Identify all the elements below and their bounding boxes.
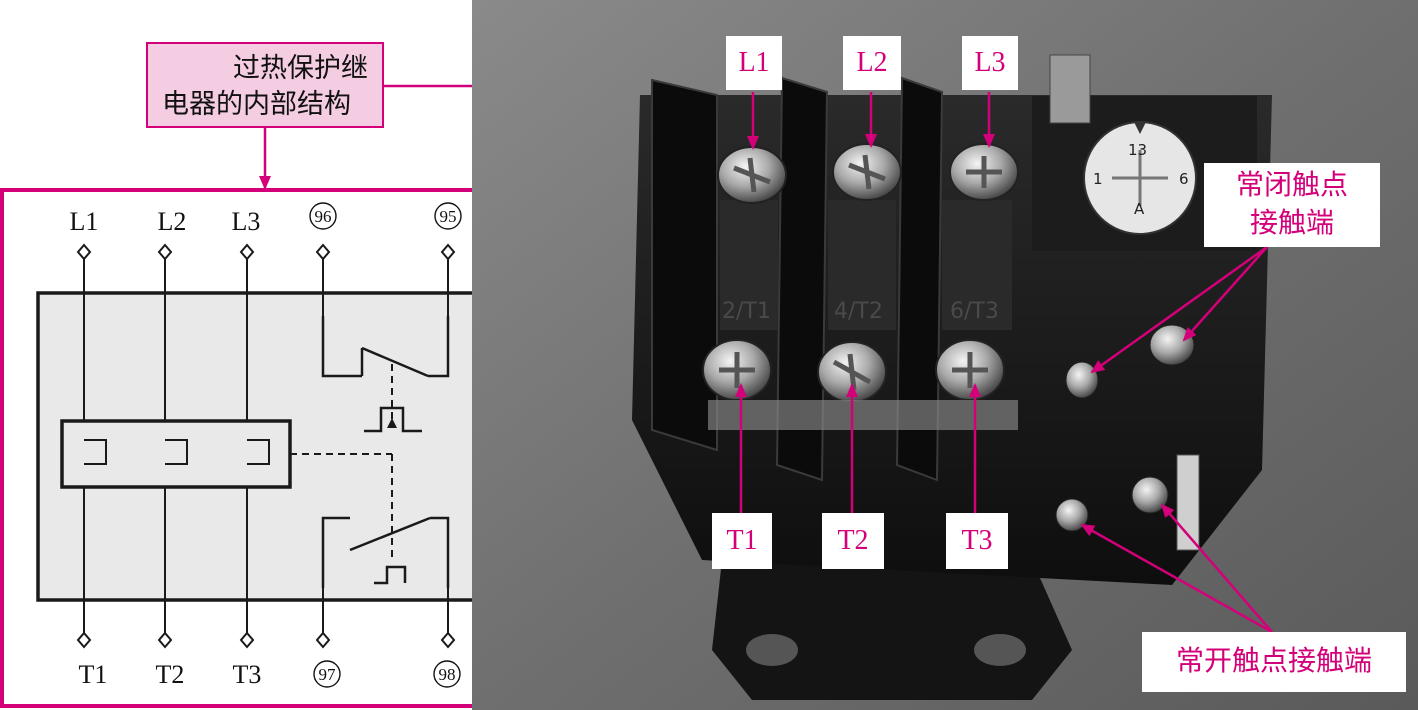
photo-tag-T3: T3 <box>946 513 1008 569</box>
label-95: 95 <box>440 207 457 226</box>
mounting-hole-left <box>746 634 798 666</box>
svg-text:1: 1 <box>1093 170 1103 188</box>
nc-tag-line-1: 常闭触点 <box>1235 170 1348 201</box>
actuator-arrow <box>387 418 397 428</box>
label-96: 96 <box>315 207 332 226</box>
label-L1: L1 <box>70 207 99 236</box>
auxiliary-contact-screws <box>1055 324 1200 551</box>
title-line-1: 过热保护继 <box>233 53 368 84</box>
terminal-marks: 2/T1 4/T2 6/T3 <box>722 299 999 324</box>
no-contact <box>321 516 450 588</box>
nc-tag-line-2: 接触端 <box>1249 208 1334 239</box>
label-T2: T2 <box>156 660 185 689</box>
photo-tag-nc-contact: 常闭触点 接触端 <box>1204 163 1380 247</box>
relay-photo: 2/T1 4/T2 6/T3 13 1 6 <box>472 0 1418 710</box>
nc-contact <box>321 316 450 378</box>
svg-text:A: A <box>1134 200 1145 218</box>
circle-95 <box>434 202 462 230</box>
photo-tag-T1: T1 <box>712 513 772 569</box>
svg-text:6: 6 <box>1179 170 1189 188</box>
terminal-plates <box>720 200 1012 330</box>
terminal-markers <box>76 243 456 649</box>
test-button <box>1049 54 1091 124</box>
photo-tag-L3: L3 <box>962 36 1018 90</box>
label-L2: L2 <box>158 207 187 236</box>
label-97: 97 <box>319 665 337 684</box>
photo-tag-L2: L2 <box>843 36 901 90</box>
label-98: 98 <box>439 665 456 684</box>
label-T1: T1 <box>79 660 108 689</box>
mounting-hole-right <box>974 634 1026 666</box>
mounting-base <box>712 560 1072 700</box>
label-T3: T3 <box>233 660 262 689</box>
circle-96 <box>309 202 337 230</box>
svg-text:6/T3: 6/T3 <box>950 299 999 324</box>
bimetal-strips <box>84 439 270 465</box>
svg-text:2/T1: 2/T1 <box>722 299 771 324</box>
label-L3: L3 <box>232 207 261 236</box>
photo-tag-no-contact: 常开触点接触端 <box>1142 632 1406 692</box>
svg-text:13: 13 <box>1128 141 1147 159</box>
lower-screws <box>702 339 1018 430</box>
circle-97 <box>313 660 341 688</box>
photo-tag-L1: L1 <box>726 36 782 90</box>
adjustment-dial: 13 1 6 A <box>1083 121 1197 235</box>
title-line-2: 电器的内部结构 <box>162 89 351 120</box>
circle-98 <box>433 660 461 688</box>
photo-tag-T2: T2 <box>822 513 884 569</box>
thermal-actuator-symbols <box>364 406 422 585</box>
photo-leader-arrows <box>735 92 1273 634</box>
relay-schematic: L1 L2 L3 96 95 T1 T2 T3 97 98 <box>0 188 544 708</box>
phase-barriers <box>651 76 944 482</box>
mechanical-linkage <box>290 364 393 560</box>
title-callout: 过热保护继 电器的内部结构 <box>146 42 384 128</box>
upper-screws <box>717 143 1019 204</box>
svg-text:4/T2: 4/T2 <box>834 299 883 324</box>
